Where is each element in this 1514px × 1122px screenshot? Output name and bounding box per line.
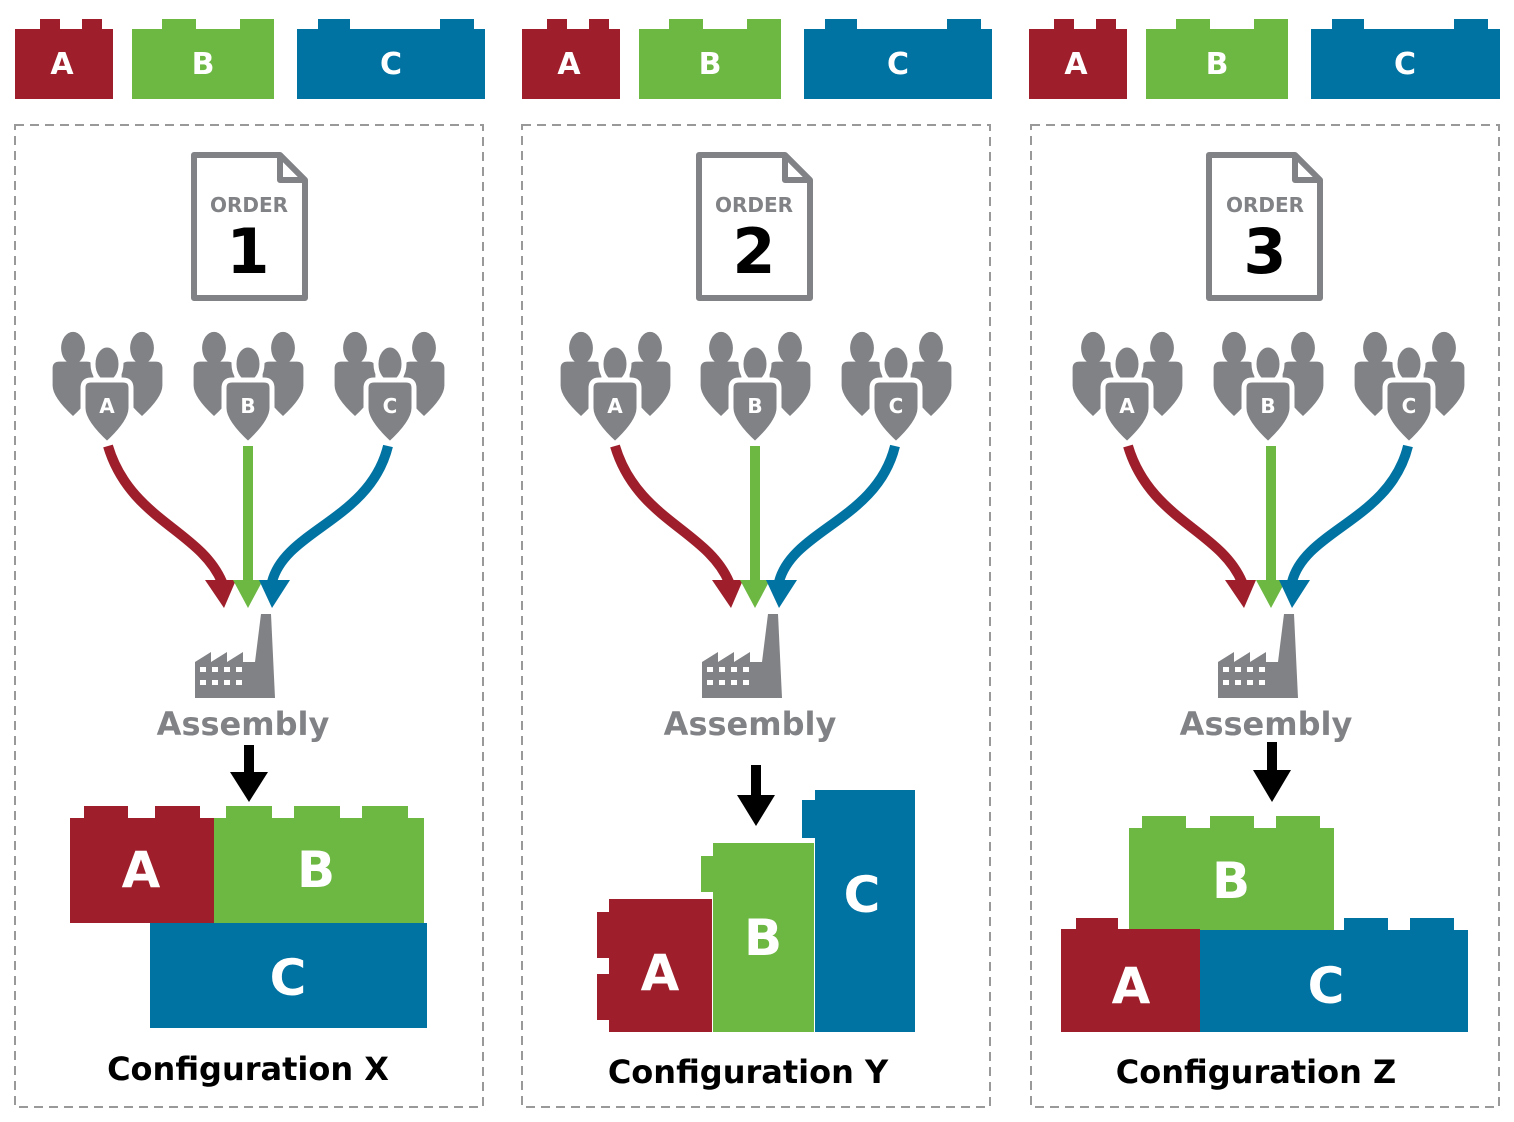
arrow-a (610, 444, 743, 608)
team-b-icon: B (700, 331, 811, 444)
configuration-label: Configuration Y (608, 1053, 889, 1091)
team-c-label: C (889, 394, 904, 418)
result-brick-b-label: B (744, 909, 782, 967)
configuration-label: Configuration Z (1116, 1053, 1396, 1091)
team-c-label: C (1402, 394, 1417, 418)
result-brick-a: A (1061, 918, 1200, 1032)
panel-border (1030, 124, 1500, 1108)
top-brick-b: B (132, 19, 274, 99)
team-b-label: B (747, 394, 762, 418)
result-brick-b-label: B (1212, 852, 1250, 910)
order-label: ORDER (715, 193, 793, 217)
top-brick-c-label: C (887, 47, 909, 82)
result-brick-c: C (1200, 918, 1468, 1032)
team-b-label: B (1260, 394, 1275, 418)
assembly-label: Assembly (1180, 705, 1353, 743)
arrow-c (259, 444, 393, 608)
team-b-icon: B (193, 331, 304, 444)
result-brick-c: C (150, 923, 427, 1028)
team-c-icon: C (1354, 331, 1465, 444)
top-brick-a-label: A (50, 47, 74, 82)
top-brick-c-label: C (1394, 47, 1416, 82)
arrow-b (1256, 446, 1286, 608)
order-document-icon (696, 152, 813, 301)
arrow-a (1123, 444, 1256, 608)
result-brick-a-label: A (1112, 957, 1151, 1015)
result-brick-c-label: C (1308, 957, 1345, 1015)
top-brick-c: C (297, 19, 485, 99)
top-brick-b-label: B (192, 47, 215, 82)
arrow-down-icon (737, 765, 775, 826)
arrow-down-icon (1253, 742, 1291, 802)
top-brick-b-label: B (699, 47, 722, 82)
panel-1: A B C ORDER 1 A B (14, 19, 485, 1108)
arrow-c (766, 444, 900, 608)
result-brick-c: C (802, 790, 915, 1032)
assembly-label: Assembly (664, 705, 837, 743)
top-brick-b: B (1146, 19, 1288, 99)
factory-icon (195, 614, 275, 698)
result-brick-b: B (701, 843, 814, 1032)
team-a-label: A (607, 394, 623, 418)
team-c-label: C (383, 394, 398, 418)
result-brick-c-label: C (270, 949, 307, 1007)
team-a-icon: A (52, 331, 163, 444)
result-brick-a-label: A (641, 944, 680, 1002)
top-brick-a-label: A (557, 47, 581, 82)
team-b-icon: B (1213, 331, 1324, 444)
configuration-label: Configuration X (107, 1050, 389, 1088)
team-a-icon: A (1072, 331, 1183, 444)
arrow-b (740, 446, 770, 608)
result-brick-a: A (70, 806, 214, 923)
result-brick-c-label: C (844, 866, 881, 924)
arrow-down-icon (230, 745, 268, 802)
team-c-icon: C (841, 331, 952, 444)
panel-2: A B C ORDER 2 A B (521, 19, 992, 1108)
team-c-icon: C (334, 331, 445, 444)
top-brick-a-label: A (1064, 47, 1088, 82)
order-label: ORDER (1226, 193, 1304, 217)
panel-border (14, 124, 484, 1108)
assembly-label: Assembly (157, 705, 330, 743)
order-label: ORDER (210, 193, 288, 217)
arrow-b (233, 446, 263, 608)
result-brick-b-label: B (297, 841, 335, 899)
top-brick-c: C (804, 19, 992, 99)
factory-icon (1218, 614, 1298, 698)
top-brick-a: A (1029, 19, 1127, 99)
order-document-icon (191, 152, 308, 301)
result-brick-a: A (597, 899, 712, 1032)
top-brick-c-label: C (380, 47, 402, 82)
result-brick-a-label: A (122, 841, 161, 899)
team-b-label: B (240, 394, 255, 418)
top-brick-a: A (15, 19, 113, 99)
team-a-icon: A (560, 331, 671, 444)
result-brick-b: B (1129, 816, 1334, 930)
factory-icon (702, 614, 782, 698)
order-document-icon (1206, 152, 1323, 301)
panel-border (521, 124, 991, 1108)
order-number: 1 (226, 215, 269, 288)
arrow-a (103, 444, 236, 608)
result-brick-b: B (214, 806, 424, 923)
team-a-label: A (99, 394, 115, 418)
panel-3: A B C ORDER 3 A B (1029, 19, 1500, 1108)
top-brick-a: A (522, 19, 620, 99)
team-a-label: A (1119, 394, 1135, 418)
order-number: 3 (1243, 215, 1286, 288)
top-brick-b-label: B (1206, 47, 1229, 82)
order-number: 2 (732, 215, 775, 288)
arrow-c (1279, 444, 1413, 608)
top-brick-b: B (639, 19, 781, 99)
top-brick-c: C (1311, 19, 1500, 99)
